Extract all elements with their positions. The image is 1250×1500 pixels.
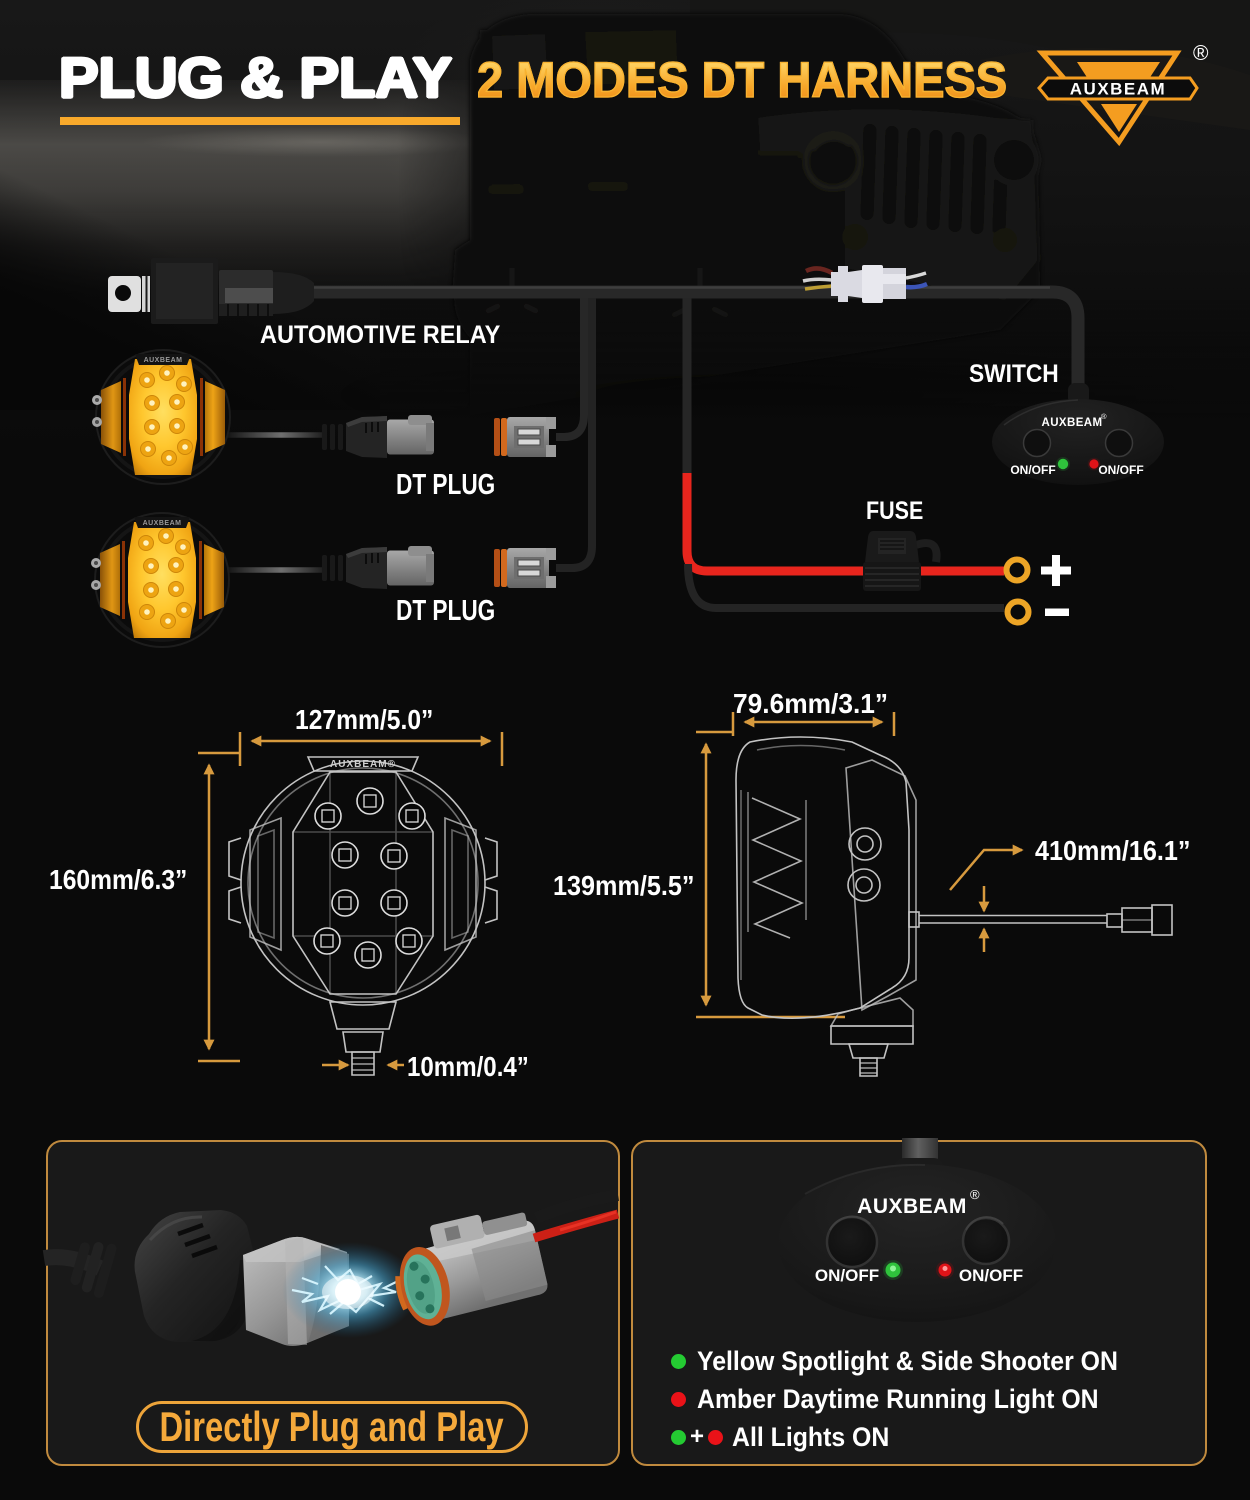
svg-text:AUXBEAM: AUXBEAM: [1042, 417, 1103, 429]
svg-text:®: ®: [970, 1187, 980, 1202]
svg-text:ON/OFF: ON/OFF: [959, 1266, 1023, 1285]
svg-text:AUXBEAM: AUXBEAM: [857, 1195, 967, 1218]
svg-text:ON/OFF: ON/OFF: [815, 1266, 879, 1285]
svg-text:®: ®: [1193, 42, 1209, 65]
svg-text:ON/OFF: ON/OFF: [1010, 463, 1055, 477]
svg-text:AUXBEAM: AUXBEAM: [1070, 80, 1166, 99]
svg-text:®: ®: [1101, 412, 1107, 421]
svg-text:ON/OFF: ON/OFF: [1098, 463, 1143, 477]
svg-text:AUXBEAM®: AUXBEAM®: [330, 759, 396, 770]
